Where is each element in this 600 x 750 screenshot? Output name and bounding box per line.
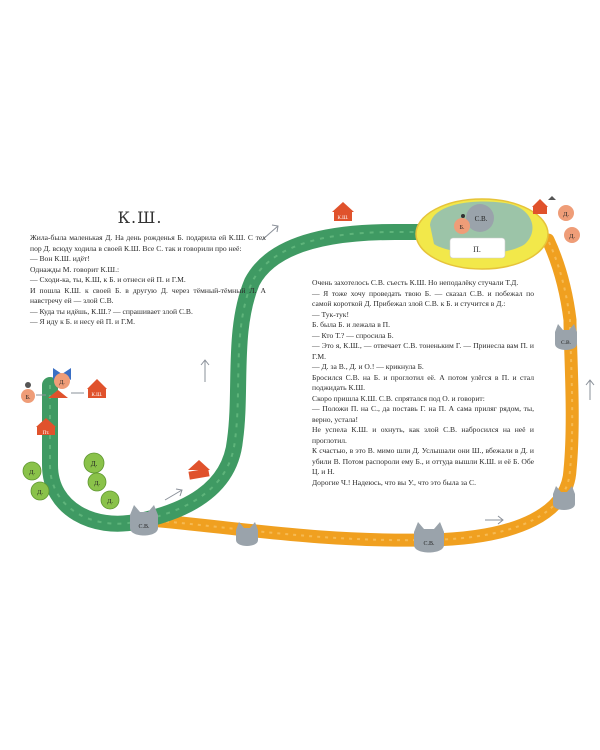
svg-text:Д.: Д. xyxy=(563,211,569,218)
arrow-icon xyxy=(261,224,279,241)
roof-icon xyxy=(36,390,84,398)
arrow-icon xyxy=(485,515,504,525)
tree-icon: Д. xyxy=(30,481,50,501)
story-paragraph: Однажды М. говорит К.Ш.: xyxy=(30,264,120,274)
house-icon: К.Ш. xyxy=(332,202,354,221)
story-paragraph: — Кто Т.? — спросила Б. xyxy=(312,330,394,340)
grandma-icon: Б. xyxy=(21,382,35,403)
wolf-head-icon: С.В. xyxy=(414,522,444,553)
tree-icon: Д. xyxy=(87,472,107,492)
story-paragraph: Жила-была маленькая Д. На день рожденья … xyxy=(30,233,266,253)
story-paragraph: — Сходи-ка, ты, К.Ш, к Б. и отнеси ей П.… xyxy=(30,275,186,284)
svg-text:С.В.: С.В. xyxy=(423,541,435,547)
house-icon: К.Ш. xyxy=(87,379,107,398)
tree-icon: Д. xyxy=(100,490,120,510)
wolf-head-icon xyxy=(553,486,575,510)
story-paragraph: — Д. за В., Д. и О.! — крикнула Б. xyxy=(312,362,424,371)
story-paragraph: — Я иду к Б. и несу ей П. и Г.М. xyxy=(30,317,136,326)
bed-label: П. xyxy=(473,245,481,254)
svg-text:Д.: Д. xyxy=(569,233,575,240)
girl-label: Д. xyxy=(59,380,65,386)
svg-text:Д.: Д. xyxy=(37,489,43,496)
wolf-head-icon xyxy=(236,522,258,546)
story-paragraph: Скоро пришла К.Ш. С.В. спрятался под О. … xyxy=(312,393,485,403)
story-paragraph: — Тук-тук! xyxy=(312,309,350,319)
svg-text:Б.: Б. xyxy=(26,395,31,401)
svg-text:Д.: Д. xyxy=(91,460,98,468)
woodcutter-icon: Д. xyxy=(548,196,574,221)
story-paragraph: Бросился С.В. на Б. и проглотил её. А по… xyxy=(312,372,534,393)
story-paragraph: К счастью, в это В. мимо шли Д. Услышали… xyxy=(312,446,534,476)
road-house-label: Пт. xyxy=(43,431,50,436)
story-paragraph: — Я тоже хочу проведать твою Б. — сказал… xyxy=(312,288,534,309)
arrow-icon xyxy=(585,379,595,400)
house-icon xyxy=(532,199,548,214)
story-paragraph: Очень захотелось С.В. съесть К.Ш. Но неп… xyxy=(312,278,519,287)
wolf-label-cottage: С.В. xyxy=(475,215,488,223)
tree-icon: Д. xyxy=(83,452,105,474)
wolf-head-icon: С.В. xyxy=(555,324,577,350)
wolf-head-icon: С.В. xyxy=(130,505,158,536)
girl-icon: Д. xyxy=(53,368,71,389)
story-paragraph: — Это я, К.Ш., — отвечает С.В. тоненьким… xyxy=(312,341,534,361)
tree-icon: Д. xyxy=(22,461,42,481)
woodcutter-icon: Д. xyxy=(564,227,580,243)
story-paragraph: — Куда ты идёшь, К.Ш.? — спрашивает злой… xyxy=(30,306,193,316)
grandma-label-cottage: Б. xyxy=(460,225,465,231)
cottage-icon: П. С.В. Б. xyxy=(415,198,549,270)
svg-text:Д.: Д. xyxy=(107,498,113,505)
story-paragraph: — Положи П. на С., да поставь Г. на П. А… xyxy=(312,404,534,424)
story-paragraph: — Вон К.Ш. идёт! xyxy=(30,254,90,263)
story-paragraph: Дорогие Ч.! Надеюсь, что вы У., что это … xyxy=(312,477,476,487)
house-icon xyxy=(188,460,210,480)
svg-text:Д.: Д. xyxy=(94,480,100,487)
story-paragraph: И пошла К.Ш. к своей Б. в другую Д. чере… xyxy=(30,285,266,306)
left-story-text: Жила-была маленькая Д. На день рожденья … xyxy=(30,233,266,328)
arrow-icon xyxy=(164,488,183,501)
arrow-icon xyxy=(200,359,210,382)
green-road-texture xyxy=(49,231,430,525)
right-story-text: Очень захотелось С.В. съесть К.Ш. Но неп… xyxy=(312,278,534,488)
story-paragraph: Не успела К.Ш. и охнуть, как злой С.В. н… xyxy=(312,425,534,445)
svg-text:К.Ш.: К.Ш. xyxy=(338,216,349,221)
page-title: К.Ш. xyxy=(117,208,163,227)
svg-text:С.В.: С.В. xyxy=(561,340,572,346)
house-icon: Пт. xyxy=(36,418,56,436)
svg-text:К.Ш.: К.Ш. xyxy=(92,393,103,398)
svg-text:С.В.: С.В. xyxy=(138,524,150,530)
story-paragraph: Б. была Б. и лежала в П. xyxy=(312,320,391,329)
svg-text:Д.: Д. xyxy=(29,469,35,476)
